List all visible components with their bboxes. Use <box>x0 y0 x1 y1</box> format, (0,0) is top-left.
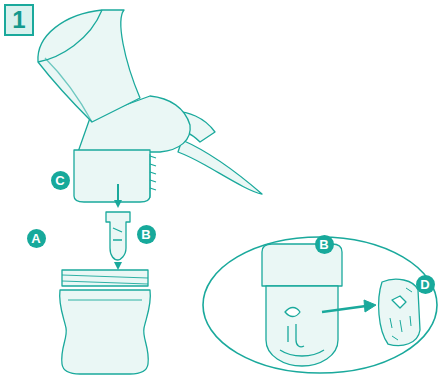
step-number-box: 1 <box>4 4 34 36</box>
callout-letter: B <box>315 235 334 254</box>
callout-letter: B <box>137 225 156 244</box>
step-number: 1 <box>12 8 25 32</box>
callout-letter: D <box>416 275 435 294</box>
callout-letter: C <box>51 171 70 190</box>
callout-letter: A <box>27 229 46 248</box>
